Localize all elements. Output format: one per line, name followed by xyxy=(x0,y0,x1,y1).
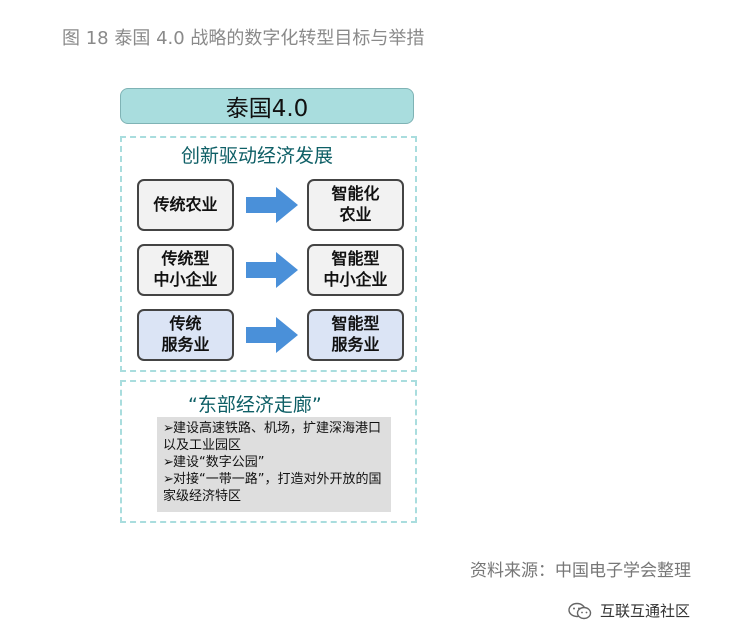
list-item: ➢建设高速铁路、机场，扩建深海港口以及工业园区 xyxy=(163,421,382,453)
node-smart-agriculture: 智能化 农业 xyxy=(307,179,404,231)
node-smart-sme: 智能型 中小企业 xyxy=(307,244,404,296)
wechat-icon xyxy=(568,602,592,619)
eastern-corridor-title: “东部经济走廊” xyxy=(188,394,322,416)
node-traditional-agriculture: 传统农业 xyxy=(137,179,234,231)
bullet-arrow-icon: ➢ xyxy=(163,421,174,436)
innovation-section-title: 创新驱动经济发展 xyxy=(181,145,334,167)
header-thailand-4: 泰国4.0 xyxy=(120,88,414,124)
arrow-right-icon xyxy=(246,317,298,353)
bullet-arrow-icon: ➢ xyxy=(163,472,174,487)
innovation-section-box xyxy=(120,136,417,372)
arrow-right-icon xyxy=(246,252,298,288)
figure-title: 图 18 泰国 4.0 战略的数字化转型目标与举措 xyxy=(62,28,425,49)
list-item: ➢对接“一带一路”，打造对外开放的国家级经济特区 xyxy=(163,472,382,504)
arrow-right-icon xyxy=(246,187,298,223)
list-item: ➢建设“数字公园” xyxy=(163,455,265,470)
source-note: 资料来源：中国电子学会整理 xyxy=(470,561,691,581)
corridor-measures-list: ➢建设高速铁路、机场，扩建深海港口以及工业园区 ➢建设“数字公园” ➢对接“一带… xyxy=(157,417,391,512)
node-traditional-services: 传统 服务业 xyxy=(137,309,234,361)
watermark: 互联互通社区 xyxy=(568,600,690,621)
watermark-text: 互联互通社区 xyxy=(600,602,691,620)
eastern-corridor-box xyxy=(120,380,417,523)
node-traditional-sme: 传统型 中小企业 xyxy=(137,244,234,296)
bullet-arrow-icon: ➢ xyxy=(163,455,174,470)
node-smart-services: 智能型 服务业 xyxy=(307,309,404,361)
